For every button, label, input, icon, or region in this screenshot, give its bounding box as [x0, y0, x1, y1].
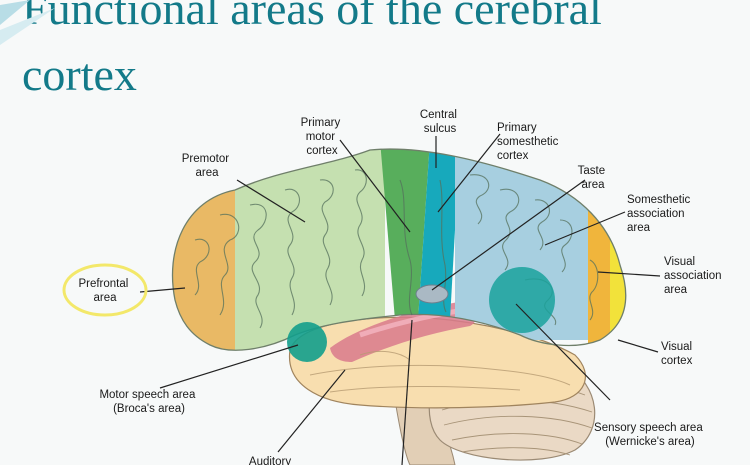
label-premotor-area: Premotor area [182, 153, 233, 179]
primary-somesthetic-cortex [418, 149, 460, 320]
label-visual-cortex: Visual cortex [661, 341, 695, 367]
label-prefrontal-area: Prefrontal area [78, 278, 131, 304]
label-central-sulcus: Central sulcus [420, 109, 460, 135]
taste-area [415, 284, 449, 304]
label-primary-motor-cortex: Primary motor cortex [301, 117, 344, 157]
slide-title: Functional areas of the cerebral cortex [22, 0, 602, 108]
label-auditory-area: Auditory [249, 456, 291, 465]
label-visual-association-area: Visual association area [664, 256, 725, 296]
slide-title-line2: cortex [22, 49, 137, 100]
corner-decoration [0, 0, 55, 45]
brocas-area [287, 322, 327, 362]
temporal-folds [309, 350, 571, 393]
slide-title-line1: Functional areas of the cerebral [22, 0, 602, 34]
premotor-area [235, 149, 385, 351]
wernickes-area [489, 267, 555, 333]
label-somesthetic-association-area: Somesthetic association area [627, 194, 693, 234]
label-motor-speech-area: Motor speech area (Broca's area) [99, 389, 198, 415]
label-taste-area: Taste area [578, 165, 609, 191]
prefrontal-highlight-circle [62, 263, 148, 317]
label-sensory-speech-area: Sensory speech area (Wernicke's area) [594, 422, 706, 448]
label-primary-somesthetic-cortex: Primary somesthetic cortex [497, 122, 562, 162]
leader-lines [139, 133, 661, 465]
